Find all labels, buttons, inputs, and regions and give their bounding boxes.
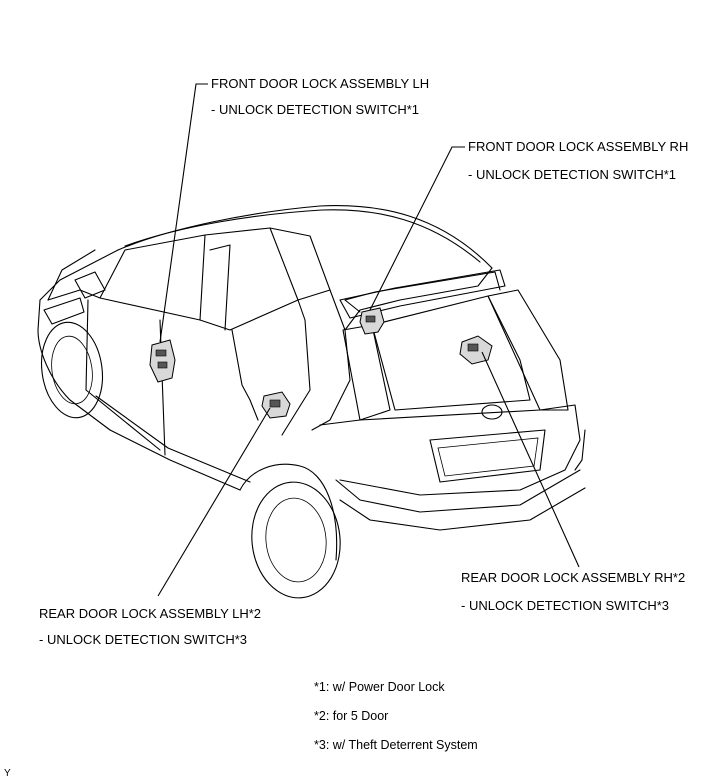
label-front-door-lock-lh-switch: - UNLOCK DETECTION SWITCH*1	[211, 102, 420, 117]
leader-front-rh	[369, 146, 465, 311]
label-front-door-lock-rh: FRONT DOOR LOCK ASSEMBLY RH	[468, 139, 689, 154]
label-front-door-lock-lh: FRONT DOOR LOCK ASSEMBLY LH	[211, 76, 430, 91]
car-outline	[37, 205, 586, 599]
rear-rh-lock-part	[459, 335, 493, 365]
label-rear-door-lock-rh-switch: - UNLOCK DETECTION SWITCH*3	[461, 598, 670, 613]
leader-rear-lh	[157, 407, 271, 597]
front-lh-lock-part	[149, 339, 176, 383]
front-rh-lock-part	[359, 307, 385, 335]
rear-lh-lock-part	[261, 391, 291, 419]
label-rear-door-lock-rh: REAR DOOR LOCK ASSEMBLY RH*2	[461, 570, 686, 585]
leader-rear-rh	[481, 351, 580, 568]
footnote-2: *2: for 5 Door	[314, 709, 389, 723]
footnote-3: *3: w/ Theft Deterrent System	[314, 738, 478, 752]
footnote-1: *1: w/ Power Door Lock	[314, 680, 445, 694]
label-rear-door-lock-lh: REAR DOOR LOCK ASSEMBLY LH*2	[39, 606, 262, 621]
label-front-door-lock-rh-switch: - UNLOCK DETECTION SWITCH*1	[468, 167, 677, 182]
figure-code: Y	[4, 768, 11, 779]
label-rear-door-lock-lh-switch: - UNLOCK DETECTION SWITCH*3	[39, 632, 248, 647]
leader-front-lh	[159, 83, 208, 343]
